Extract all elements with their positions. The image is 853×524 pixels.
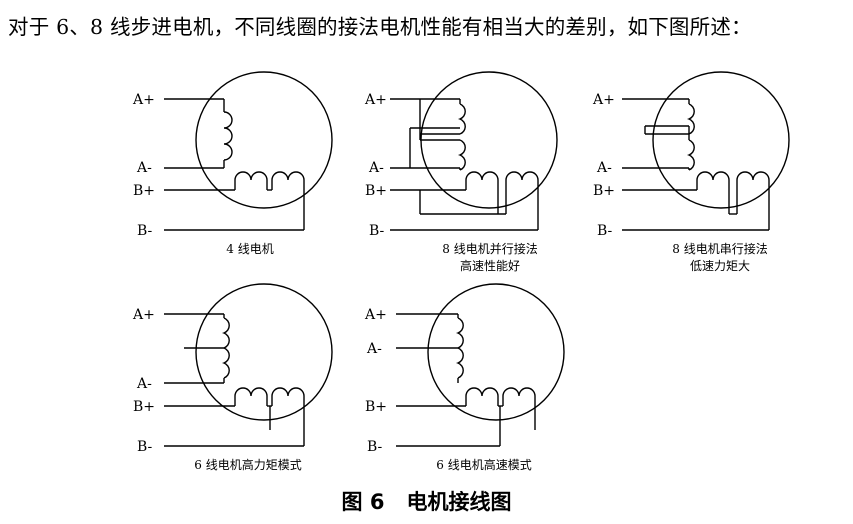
diagram-caption: 4 线电机	[226, 242, 273, 256]
terminal-label-b-plus: B+	[133, 183, 155, 199]
terminal-label-a-plus: A+	[364, 92, 387, 108]
terminal-label-a-minus: A-	[368, 160, 384, 176]
terminal-label-a-minus: A-	[596, 160, 612, 176]
terminal-label-a-plus: A+	[592, 92, 615, 108]
diagram-caption: 8 线电机串行接法	[672, 241, 767, 256]
terminal-label-a-plus: A+	[364, 307, 387, 323]
diagram-caption: 低速力矩大	[690, 259, 750, 273]
figure-title: 电机接线图	[406, 490, 512, 514]
terminal-label-a-minus: A-	[136, 376, 152, 392]
intro-paragraph: 对于 6、8 线步进电机，不同线圈的接法电机性能有相当大的差别，如下图所述：	[8, 15, 752, 39]
terminal-label-b-minus: B-	[137, 223, 153, 239]
motor-diagram-6-wire-high-torque	[164, 283, 333, 447]
motor-body	[652, 71, 790, 209]
diagram-caption: 8 线电机并行接法	[442, 241, 537, 256]
diagram-caption: 6 线电机高力矩模式	[194, 457, 301, 472]
terminal-label-b-plus: B+	[593, 183, 615, 199]
terminal-label-a-minus: A-	[136, 160, 152, 176]
terminal-label-a-plus: A+	[132, 307, 155, 323]
terminal-label-b-minus: B-	[369, 223, 385, 239]
terminal-label-b-plus: B+	[133, 399, 155, 415]
terminal-label-a-plus: A+	[132, 92, 155, 108]
terminal-label-b-plus: B+	[365, 399, 387, 415]
motor-diagram-6-wire-high-speed	[396, 283, 565, 447]
terminal-label-a-minus: A-	[366, 341, 382, 357]
motor-diagram-8-wire-parallel	[390, 71, 558, 231]
motor-diagram-8-wire-serial	[622, 71, 790, 231]
motor-body	[427, 283, 565, 421]
diagram-caption: 6 线电机高速模式	[436, 457, 531, 472]
terminal-label-b-minus: B-	[367, 439, 383, 455]
motor-body	[195, 71, 333, 209]
terminal-label-b-minus: B-	[597, 223, 613, 239]
terminal-label-b-plus: B+	[365, 183, 387, 199]
diagram-caption: 高速性能好	[460, 258, 520, 273]
motor-diagram-4-wire	[164, 71, 333, 231]
figure-caption: 图 6 电机接线图	[0, 486, 853, 516]
motor-body	[195, 283, 333, 421]
terminal-label-b-minus: B-	[137, 439, 153, 455]
figure-number: 图 6	[341, 490, 385, 514]
